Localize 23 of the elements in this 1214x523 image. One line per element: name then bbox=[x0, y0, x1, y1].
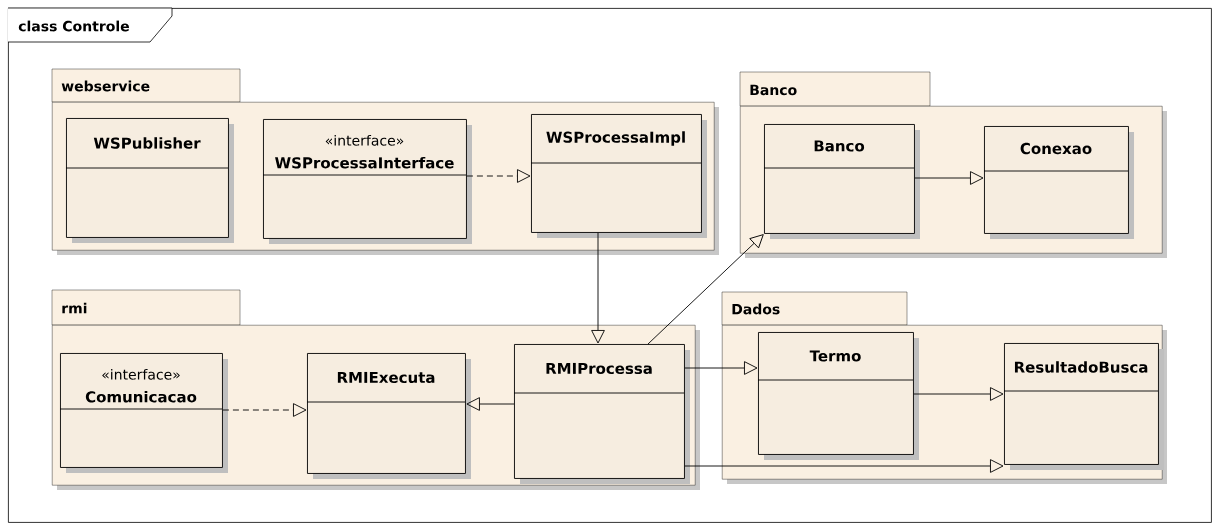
node-label: Banco bbox=[750, 84, 797, 96]
arrow bbox=[647, 234, 764, 345]
class-box: «interface» Comunicacao bbox=[59, 353, 228, 473]
class-box: WSProcessaImpl bbox=[530, 114, 707, 238]
class-box: Banco bbox=[763, 124, 920, 239]
arrow bbox=[591, 232, 605, 344]
class-box: ResultadoBusca bbox=[1003, 343, 1164, 470]
class-box: RMIExecuta bbox=[306, 353, 471, 479]
class-box: Termo bbox=[757, 332, 919, 460]
node-label: rmi bbox=[62, 302, 87, 314]
class-box: WSPublisher bbox=[65, 118, 234, 243]
arrow bbox=[466, 169, 531, 183]
arrow bbox=[913, 387, 1004, 401]
class-box: «interface» WSProcessaInterface bbox=[262, 119, 472, 244]
node-label: webservice bbox=[61, 80, 150, 92]
arrow bbox=[222, 403, 307, 417]
arrow bbox=[684, 459, 1004, 473]
arrow bbox=[914, 171, 984, 185]
class-box: Conexao bbox=[983, 126, 1134, 239]
node-label: Dados bbox=[732, 303, 780, 315]
class-box: RMIProcessa bbox=[513, 344, 690, 484]
arrow bbox=[684, 361, 758, 375]
arrow bbox=[466, 397, 515, 411]
